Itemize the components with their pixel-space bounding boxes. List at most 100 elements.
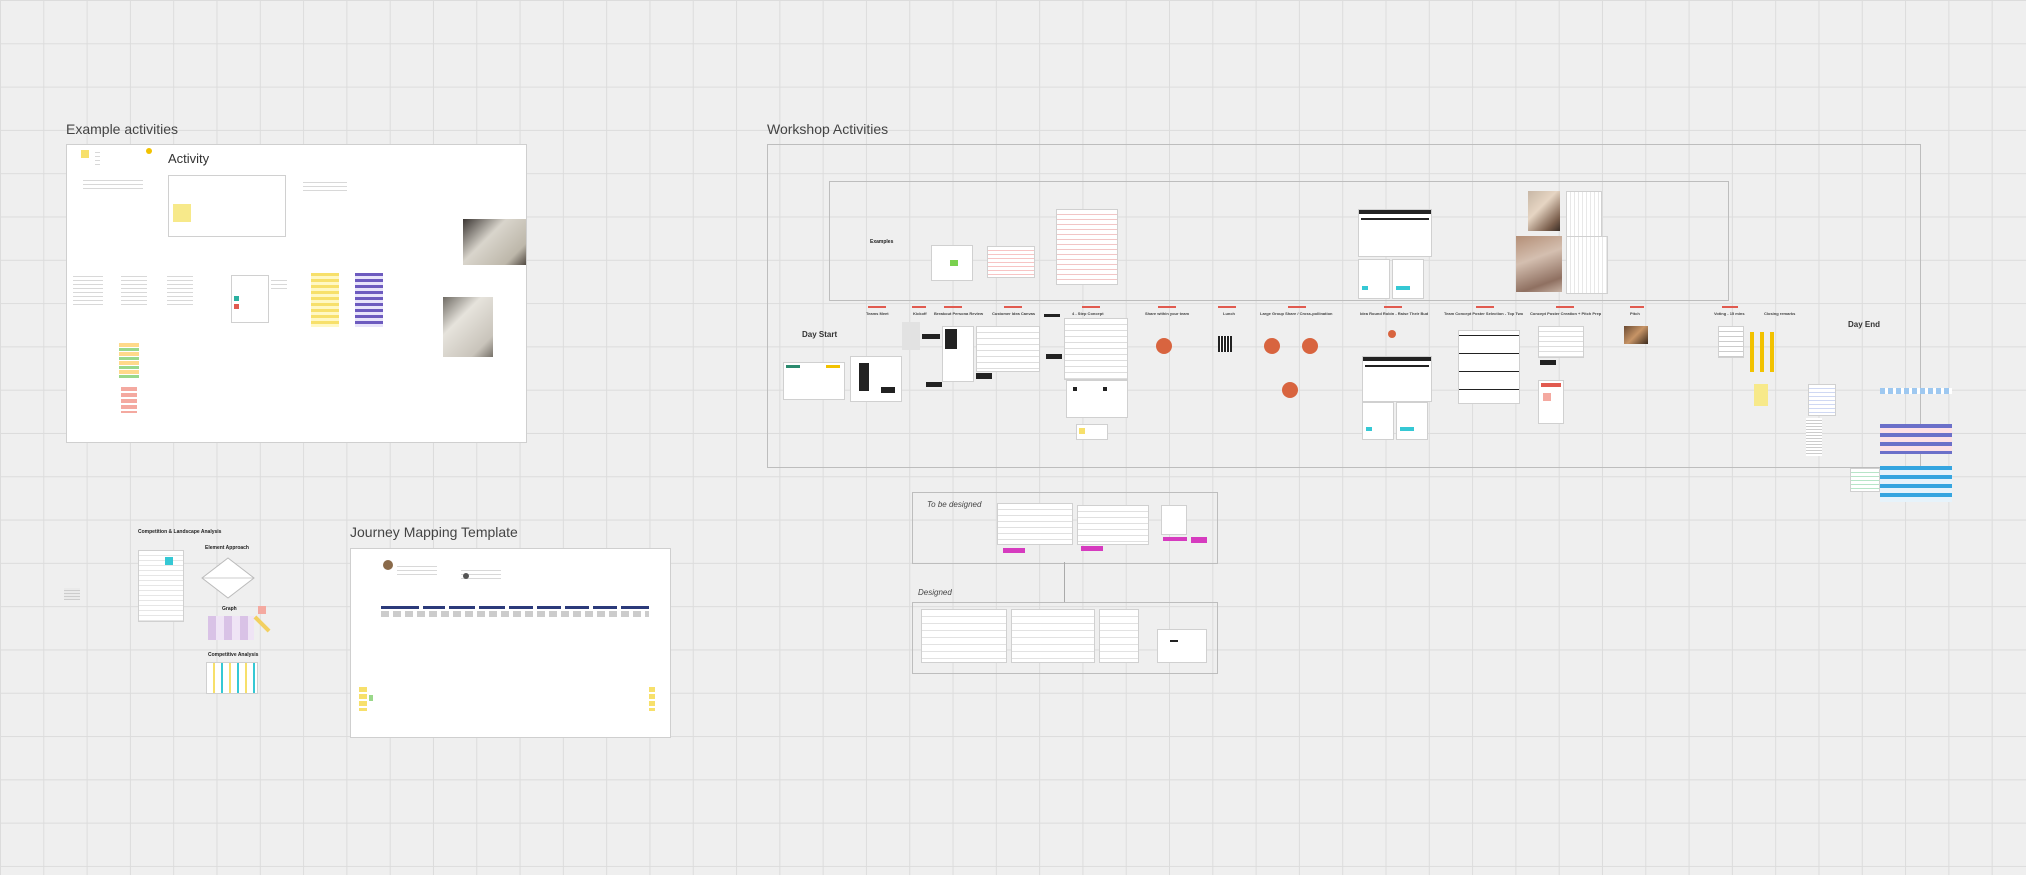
- button-bar[interactable]: [1044, 314, 1060, 317]
- concept-card[interactable]: [1066, 380, 1128, 418]
- blue-table[interactable]: [1880, 466, 1952, 502]
- stage-bar[interactable]: [565, 606, 589, 609]
- designed-card[interactable]: [1099, 609, 1139, 663]
- mindmap-card[interactable]: [931, 245, 973, 281]
- button-bar[interactable]: [1540, 360, 1556, 365]
- share-circle[interactable]: [1302, 338, 1318, 354]
- sticky-group[interactable]: [1076, 424, 1108, 440]
- pink-button[interactable]: [1191, 537, 1207, 543]
- stage-bar[interactable]: [449, 606, 475, 609]
- blue-table[interactable]: [1880, 388, 1952, 394]
- round-robin-card[interactable]: [1396, 402, 1428, 440]
- example-card[interactable]: [1358, 209, 1432, 257]
- round-robin-card[interactable]: [1362, 402, 1394, 440]
- pink-button[interactable]: [1163, 537, 1187, 541]
- to-be-designed-frame[interactable]: To be designed: [912, 492, 1218, 564]
- button-bar[interactable]: [922, 334, 940, 339]
- sticky-cluster[interactable]: [121, 387, 137, 413]
- stage-bar[interactable]: [381, 606, 419, 609]
- share-circle[interactable]: [1264, 338, 1280, 354]
- whiteboard-photo[interactable]: [443, 297, 493, 357]
- example-activities-title[interactable]: Example activities: [66, 121, 179, 137]
- designed-frame[interactable]: [912, 602, 1218, 674]
- sticky-note[interactable]: [369, 695, 373, 701]
- poster-photo[interactable]: [1528, 191, 1560, 231]
- pending-card[interactable]: [1077, 505, 1149, 545]
- teams-meet-card[interactable]: [850, 356, 902, 402]
- activity-card[interactable]: [168, 175, 286, 237]
- concept-card[interactable]: [1064, 318, 1128, 380]
- example-card[interactable]: [1056, 209, 1118, 285]
- sticky-note: [1543, 393, 1551, 401]
- day-start-card[interactable]: [783, 362, 845, 400]
- voting-stickies[interactable]: [1750, 332, 1778, 372]
- journey-title[interactable]: Journey Mapping Template: [350, 524, 518, 540]
- share-circle[interactable]: [1282, 382, 1298, 398]
- purple-table[interactable]: [355, 273, 383, 327]
- sticky-stack[interactable]: [649, 687, 655, 711]
- competition-card[interactable]: [138, 550, 184, 622]
- pink-table[interactable]: [1880, 424, 1952, 454]
- pitch-prep-card[interactable]: [1538, 380, 1564, 424]
- closing-card[interactable]: [1850, 468, 1880, 492]
- designed-card[interactable]: [921, 609, 1007, 663]
- stage-bar[interactable]: [509, 606, 533, 609]
- examples-frame[interactable]: Examples: [829, 181, 1729, 301]
- round-robin-card[interactable]: [1362, 356, 1432, 402]
- poster-creation-card[interactable]: [1538, 326, 1584, 358]
- persona-card[interactable]: [942, 326, 974, 382]
- pink-button[interactable]: [1003, 548, 1025, 553]
- competitive-table[interactable]: [206, 662, 258, 694]
- stage-bar[interactable]: [537, 606, 561, 609]
- phase-marker: [1556, 306, 1574, 308]
- poster-photo[interactable]: [1516, 236, 1562, 292]
- text-block: [461, 567, 501, 581]
- example-card[interactable]: [1358, 259, 1390, 299]
- example-card[interactable]: [1392, 259, 1424, 299]
- journey-frame[interactable]: [350, 548, 671, 738]
- share-circle[interactable]: [1388, 330, 1396, 338]
- sticky-cluster[interactable]: [119, 343, 139, 379]
- graph-grid[interactable]: [208, 616, 254, 640]
- pitch-photo[interactable]: [1624, 326, 1648, 344]
- designed-card[interactable]: [1157, 629, 1207, 663]
- button-bar[interactable]: [1046, 354, 1062, 359]
- stage-bar[interactable]: [423, 606, 445, 609]
- phase-marker: [1082, 306, 1100, 308]
- poster-selection-card[interactable]: [1458, 330, 1520, 404]
- workshop-activities-title[interactable]: Workshop Activities: [767, 121, 889, 137]
- share-circle[interactable]: [1156, 338, 1172, 354]
- example-card[interactable]: [987, 246, 1035, 278]
- poster-photo[interactable]: [1566, 191, 1602, 237]
- phase-label-idea-canvas: Customer Idea Canvas: [992, 311, 1036, 316]
- sticky-note[interactable]: [81, 150, 89, 158]
- template-card[interactable]: [231, 275, 269, 323]
- yellow-table[interactable]: [311, 273, 339, 327]
- stage-bar[interactable]: [479, 606, 505, 609]
- pending-card[interactable]: [1161, 505, 1187, 535]
- graph-label: Graph: [222, 606, 237, 612]
- workshop-activities-frame[interactable]: [767, 144, 1921, 468]
- closing-card[interactable]: [1808, 384, 1836, 416]
- stage-bar[interactable]: [621, 606, 649, 609]
- sticky-note[interactable]: [258, 606, 266, 614]
- sticky-stack[interactable]: [359, 687, 367, 711]
- phase-marker: [1288, 306, 1306, 308]
- voting-card[interactable]: [1718, 326, 1744, 358]
- idea-canvas-card[interactable]: [976, 326, 1040, 372]
- example-activities-frame[interactable]: Activity: [66, 144, 527, 443]
- pending-card[interactable]: [997, 503, 1073, 545]
- pink-button[interactable]: [1081, 546, 1103, 551]
- sticky-note[interactable]: [253, 615, 271, 633]
- button-bar[interactable]: [926, 382, 942, 387]
- button-bar[interactable]: [976, 373, 992, 379]
- sticky-note: [1366, 427, 1372, 431]
- element-approach-diagram[interactable]: [200, 556, 256, 600]
- whiteboard-photo[interactable]: [463, 219, 526, 265]
- stage-bar[interactable]: [593, 606, 617, 609]
- designed-card[interactable]: [1011, 609, 1095, 663]
- poster-photo[interactable]: [1566, 236, 1608, 294]
- qr-code-icon[interactable]: [1218, 336, 1232, 352]
- sticky-note[interactable]: [173, 204, 191, 222]
- sticky-note[interactable]: [1754, 384, 1768, 406]
